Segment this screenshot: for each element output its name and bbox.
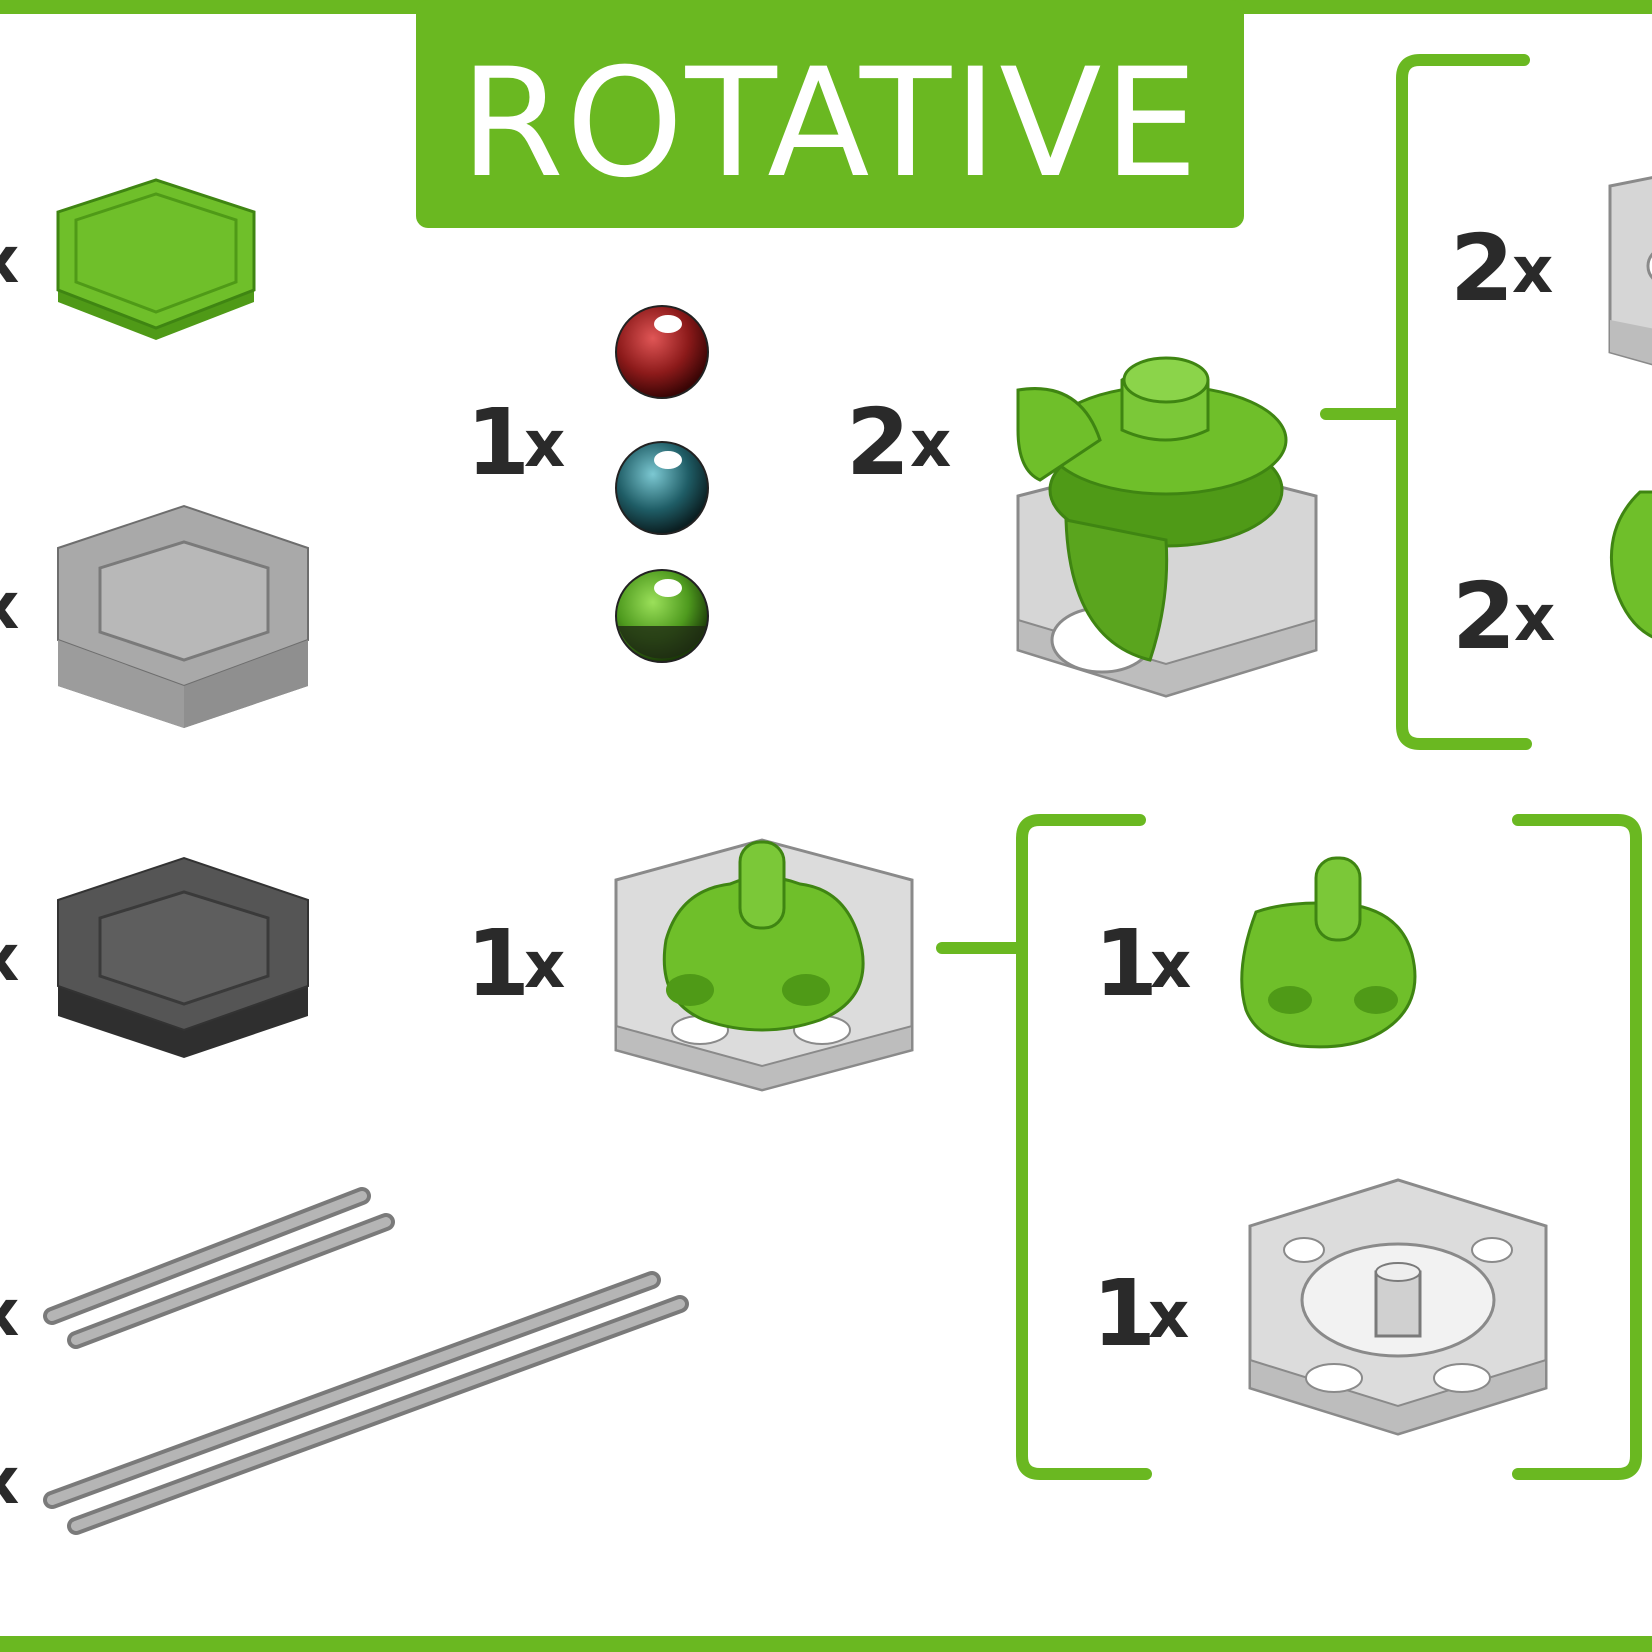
page-title: ROTATIVE [460, 37, 1200, 211]
long-rail [43, 1271, 689, 1535]
spiral-part-2-quantity: 2 x [1452, 563, 1555, 670]
marbles-count: 1 [466, 389, 530, 496]
spiral-part-2-suffix: x [1514, 582, 1555, 656]
marbles-quantity: 1 x [466, 389, 565, 496]
qty-short-rail: x [0, 1277, 19, 1351]
green-hexagon-tile [56, 178, 256, 340]
light-grey-hexagon-tile [57, 504, 309, 728]
rotator-part-1-suffix: x [1150, 929, 1191, 1003]
spiral-part-2-count: 2 [1452, 563, 1516, 670]
marbles-suffix: x [524, 408, 565, 482]
short-rail [43, 1187, 395, 1349]
spiral-part-1-count: 2 [1450, 215, 1514, 322]
spiral-parts-bracket [1396, 54, 1532, 750]
teal-marble [615, 441, 709, 535]
qty-dark-grey-tile: x [0, 922, 19, 996]
rotator-suffix: x [524, 929, 565, 1003]
dark-grey-hexagon-tile [57, 856, 309, 1058]
spiral-assembly [1016, 356, 1318, 698]
qty-long-rail: x [0, 1445, 19, 1519]
rotator-parts-bracket-right [1512, 814, 1642, 1480]
rotator-part-1-quantity: 1 x [1094, 910, 1191, 1017]
rotator-count: 1 [466, 910, 530, 1017]
red-marble [615, 305, 709, 399]
rotator-parts-bracket-left [1016, 814, 1152, 1480]
title-banner: ROTATIVE [416, 0, 1244, 228]
rotator-part-2-suffix: x [1148, 1279, 1189, 1353]
rotator-part-2-count: 1 [1092, 1260, 1156, 1367]
spiral-base-tile [1608, 176, 1652, 366]
qty-green-tile: x [0, 224, 19, 298]
rotator-quantity: 1 x [466, 910, 565, 1017]
spiral-suffix: x [910, 408, 951, 482]
spiral-count: 2 [846, 389, 910, 496]
rotator-part-2-quantity: 1 x [1092, 1260, 1189, 1367]
spiral-part-1-quantity: 2 x [1450, 215, 1553, 322]
rotator-part-1-count: 1 [1094, 910, 1158, 1017]
green-rotator-cap [1240, 856, 1417, 1049]
rotator-base-tile [1248, 1178, 1548, 1436]
qty-light-grey-tile: x [0, 570, 19, 644]
bottom-border [0, 1636, 1652, 1652]
spiral-quantity: 2 x [846, 389, 951, 496]
spiral-ramp [1609, 490, 1652, 639]
green-marble [615, 569, 709, 663]
rotator-assembly [614, 838, 914, 1092]
spiral-part-1-suffix: x [1512, 234, 1553, 308]
